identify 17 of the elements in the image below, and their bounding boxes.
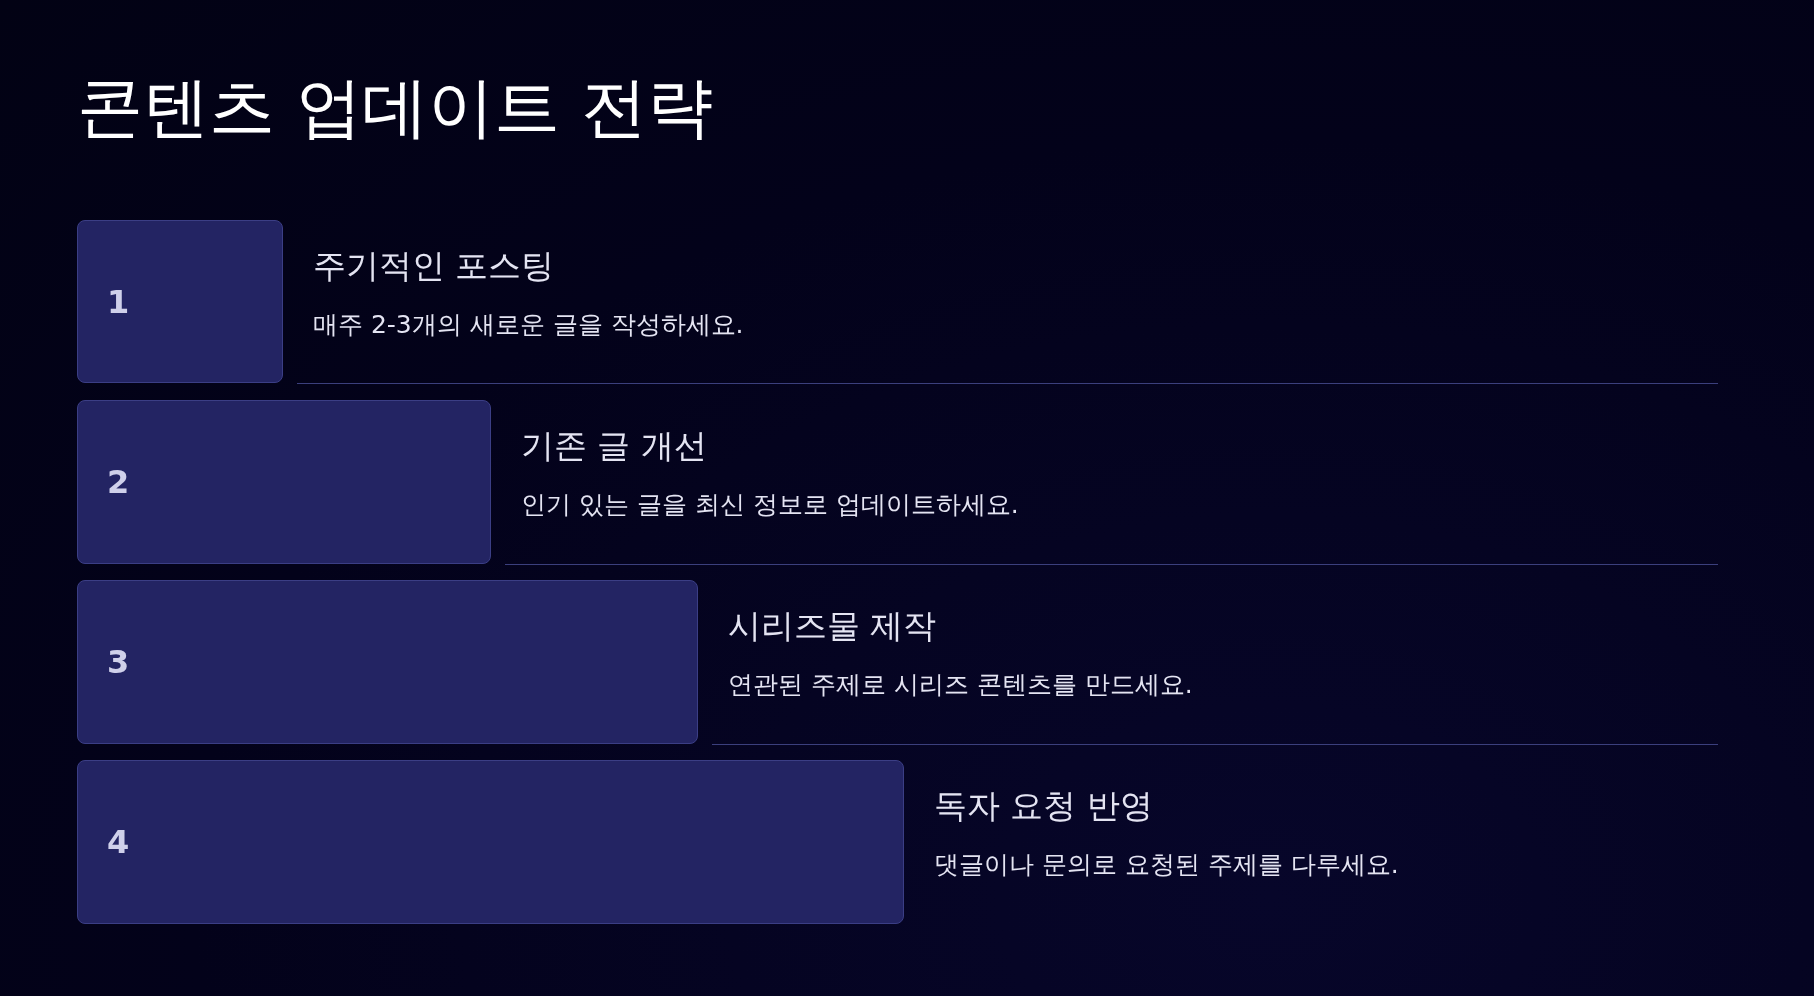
step-heading: 독자 요청 반영 <box>934 786 1153 826</box>
step-box <box>77 580 698 744</box>
step-box <box>77 400 491 564</box>
step-description: 인기 있는 글을 최신 정보로 업데이트하세요. <box>521 490 1019 520</box>
step-description: 댓글이나 문의로 요청된 주제를 다루세요. <box>934 850 1399 880</box>
step-number: 1 <box>107 285 130 318</box>
step-number: 3 <box>107 646 130 678</box>
step-heading: 기존 글 개선 <box>521 426 707 466</box>
page-title: 콘텐츠 업데이트 전략 <box>77 68 713 148</box>
step-heading: 시리즈물 제작 <box>728 606 937 646</box>
step-description: 연관된 주제로 시리즈 콘텐츠를 만드세요. <box>728 670 1193 700</box>
step-box <box>77 760 904 924</box>
step-heading: 주기적인 포스팅 <box>313 246 555 286</box>
step-box <box>77 220 283 383</box>
step-number: 2 <box>107 466 130 498</box>
step-description: 매주 2-3개의 새로운 글을 작성하세요. <box>313 310 744 340</box>
step-number: 4 <box>107 826 130 858</box>
